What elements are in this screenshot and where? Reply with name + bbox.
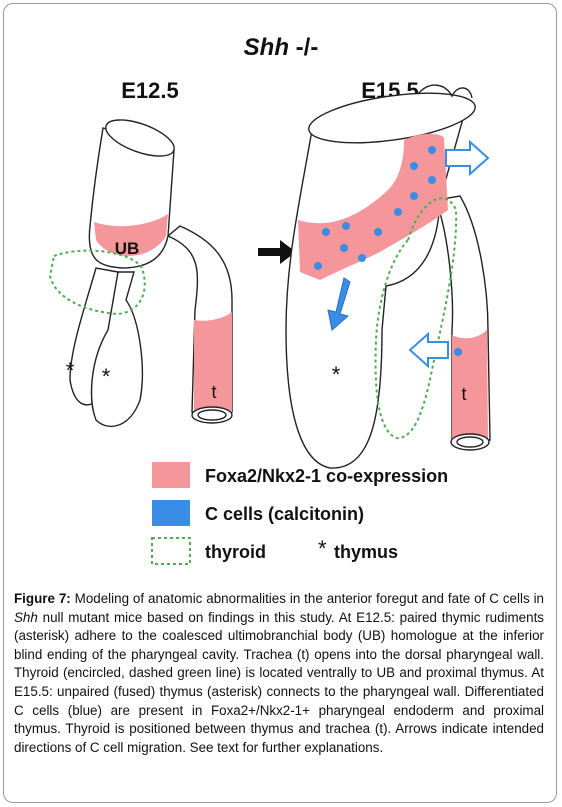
migration-arrow-left: [408, 331, 449, 369]
legend-label-thyroid: thyroid: [205, 542, 266, 562]
stage-label-e12: E12.5: [121, 78, 179, 103]
legend-swatch-ccells: [152, 500, 190, 526]
legend-label-thymus: thymus: [334, 542, 398, 562]
e15-pharynx-fold: [417, 84, 473, 99]
figure-illustration: Shh -/- E12.5 E15.5 UB * * t: [48, 34, 491, 565]
title-gene: Shh: [244, 34, 289, 61]
e15-thymus-asterisk: *: [332, 362, 341, 387]
e12-trachea-label: t: [211, 382, 216, 402]
e15-pharynx-opening: [308, 92, 476, 144]
caption-text-2: null mutant mice based on findings in th…: [14, 609, 544, 755]
e15-trachea-expression: [452, 330, 488, 440]
e12-diagram: [48, 119, 233, 428]
legend: Foxa2/Nkx2-1 co-expression C cells (calc…: [151, 462, 448, 565]
migration-arrow-right: [445, 139, 490, 177]
e12-thyroid-outline: [48, 249, 146, 316]
caption-text-1: Modeling of anatomic abnormalities in th…: [70, 591, 544, 606]
legend-swatch-foxa2: [152, 462, 190, 488]
caption-lead: Figure 7:: [14, 591, 71, 606]
e12-thymus-right: [90, 271, 144, 428]
legend-label-ccells: C cells (calcitonin): [205, 504, 364, 524]
legend-swatch-thyroid: [151, 537, 191, 565]
migration-arrow-down: [327, 277, 351, 331]
e12-thymus-asterisk-left: *: [66, 358, 75, 383]
e12-ub-label: UB: [115, 239, 140, 258]
e12-ub-expression: [94, 214, 168, 257]
e15-diagram: [285, 84, 491, 469]
title-genotype: -/-: [289, 34, 318, 61]
e12-pharynx-opening: [105, 119, 175, 157]
e12-trachea-expression: [194, 312, 232, 412]
e12-thymus-asterisk-right: *: [102, 364, 111, 389]
caption-gene: Shh: [14, 609, 38, 625]
e15-c-cells: [314, 146, 462, 356]
e15-expression-domain: [298, 133, 448, 280]
legend-label-foxa2: Foxa2/Nkx2-1 co-expression: [205, 466, 448, 486]
legend-thymus-marker: *: [318, 536, 327, 561]
stage-transition-arrow: [258, 240, 296, 264]
figure-title: Shh -/-: [244, 34, 319, 61]
figure-caption: Figure 7: Modeling of anatomic abnormali…: [14, 590, 544, 757]
e15-trachea-label: t: [461, 384, 466, 404]
